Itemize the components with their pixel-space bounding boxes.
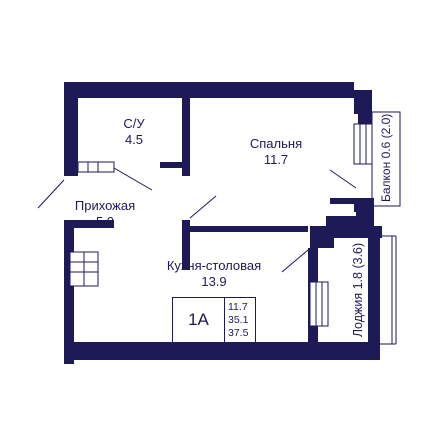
windows <box>69 123 373 327</box>
label-hallway: Прихожая 5.0 <box>62 198 148 230</box>
wall-bed-right <box>330 198 358 204</box>
kitchen-area: 13.9 <box>201 274 227 289</box>
wall-right-upper <box>354 90 372 114</box>
apartment-info-box: 1А 11.7 35.1 37.5 <box>172 297 256 343</box>
door-bath <box>113 167 153 191</box>
bathroom-area: 4.5 <box>124 132 144 147</box>
wall-right-upper-2 <box>358 112 372 124</box>
wall-top <box>64 82 354 98</box>
wall-partition <box>182 226 308 232</box>
wall-right-mid-3 <box>372 226 382 238</box>
window-bedroom <box>353 123 373 165</box>
door-swings <box>37 167 357 273</box>
wall-bath-bottom-2 <box>160 162 190 168</box>
label-balcony: Балкон 0.6 (2.0) <box>379 113 393 202</box>
label-kitchen: Кухня-столовая 13.9 <box>152 258 276 290</box>
bedroom-area: 11.7 <box>263 152 289 167</box>
area-total-with-loggia: 37.5 <box>228 327 249 339</box>
loggia-glazing <box>380 235 397 345</box>
hallway-area: 5.0 <box>95 214 115 229</box>
wall-bath-right <box>182 96 190 170</box>
window-kitchen <box>309 281 329 327</box>
wall-left-upper <box>64 82 78 176</box>
apartment-areas: 11.7 35.1 37.5 <box>228 301 248 340</box>
window-bath <box>77 161 115 173</box>
area-living: 11.7 <box>228 301 248 313</box>
label-bedroom: Спальня 11.7 <box>236 136 316 168</box>
bedroom-name: Спальня <box>249 136 303 151</box>
wall-bottom-right <box>308 342 378 360</box>
door-balcony <box>329 169 357 189</box>
door-loggia <box>281 249 309 273</box>
balcony-outline <box>371 111 401 207</box>
wall-right-corner-2 <box>326 216 374 238</box>
door-entry <box>37 179 65 209</box>
wall-bottom <box>64 342 330 360</box>
bathroom-name: С/У <box>123 116 145 131</box>
door-bedroom <box>189 195 217 219</box>
wall-left-lower <box>64 224 74 364</box>
hallway-name: Прихожая <box>74 198 136 213</box>
wall-partition-left <box>182 220 190 270</box>
wall-loggia-right <box>368 238 380 360</box>
apartment-type: 1А <box>173 298 225 342</box>
label-bathroom: С/У 4.5 <box>112 116 156 148</box>
wall-hall-bottom <box>64 220 114 228</box>
wall-bath-small <box>182 170 190 176</box>
area-total: 35.1 <box>228 314 249 326</box>
kitchen-name: Кухня-столовая <box>166 258 262 273</box>
label-loggia: Лоджия 1.8 (3.6) <box>351 242 365 338</box>
